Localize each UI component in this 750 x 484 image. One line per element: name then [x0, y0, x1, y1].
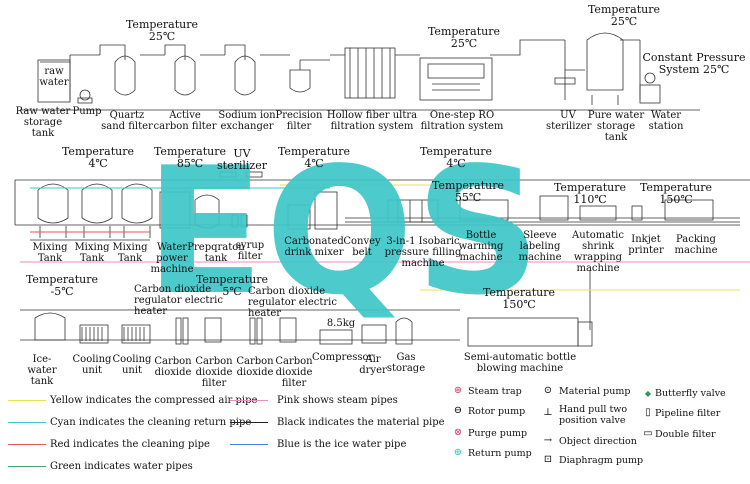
legend-hand-valve: Hand pull two position valve: [559, 404, 628, 426]
legend-material-pipe: Black indicates the material pipe: [277, 417, 445, 428]
temperature-label-prep: Temperature 85℃: [153, 145, 227, 170]
label-carbon-dioxide-2: Carbon dioxide: [236, 356, 274, 378]
legend-cleaning-return: Cyan indicates the cleaning return pipe: [50, 417, 252, 428]
legend-object-direction: Object direction: [559, 436, 637, 447]
label-ice-water-tank: Ice-water tank: [27, 354, 57, 387]
legend-swatch-cleaning-return: [8, 422, 46, 423]
label-blowing-machine: Semi-automatic bottle blowing machine: [463, 352, 577, 374]
direction-arrow-icon: →: [543, 435, 553, 446]
steam-trap-icon: ⊛: [453, 385, 463, 396]
legend-pipeline-filter: Pipeline filter: [655, 408, 721, 419]
temperature-label-mixer: Temperature 4℃: [277, 145, 351, 170]
label-gas-storage: Gas storage: [386, 352, 426, 374]
label-mixing-tank-2: Mixing Tank: [74, 242, 110, 264]
legend-diaphragm-pump: Diaphragm pump: [559, 455, 644, 466]
label-pump: Pump: [72, 106, 102, 117]
label-ro-system: One-step RO filtration system: [420, 110, 504, 132]
temperature-label-filling: Temperature 4℃: [419, 145, 493, 170]
co2-heater-label-2: Carbon dioxide regulator electric heater: [248, 286, 337, 319]
legend-swatch-cleaning: [8, 444, 46, 445]
raw-water-tank-inner-label: raw water: [39, 66, 69, 88]
label-air-dryer: Air dryer: [359, 354, 387, 376]
uv-sterilizer-label-row2: UV sterilizer: [217, 147, 267, 172]
double-filter-icon: ▭: [643, 428, 653, 439]
label-hollow-fiber-system: Hollow fiber ultra filtration system: [326, 110, 418, 132]
label-carbonated-drink-mixer: Carbonated drink mixer: [284, 236, 344, 258]
legend-ice-water-pipe: Blue is the ice water pipe: [277, 439, 407, 450]
legend-steam-pipes: Pink shows steam pipes: [277, 395, 398, 406]
label-quartz-sand-filter: Quartz sand filter: [101, 110, 153, 132]
label-active-carbon-filter: Active carbon filter: [153, 110, 217, 132]
temperature-label-shrink: Temperature 110℃: [553, 181, 627, 206]
compressor-spec: 8.5kg: [326, 318, 356, 329]
legend-swatch-compressed-air: [8, 400, 46, 401]
hand-valve-icon: ⊥: [543, 407, 553, 418]
label-syrup-filter: syrup filter: [235, 240, 265, 262]
label-co2-filter-2: Carbon dioxide filter: [275, 356, 313, 389]
legend-material-pump: Material pump: [559, 386, 631, 397]
legend-purge-pump: Purge pump: [468, 428, 528, 439]
label-convey-belt: Convey belt: [343, 236, 381, 258]
watermark-letter-q: Q: [265, 131, 414, 334]
temperature-label-ro: Temperature 25℃: [427, 25, 501, 50]
label-water-power-machine: Water power machine: [150, 242, 194, 275]
legend-butterfly-valve: Butterfly valve: [655, 388, 726, 399]
label-mixing-tank-3: Mixing Tank: [112, 242, 148, 264]
label-bottle-warming: Bottle warming machine: [458, 230, 504, 263]
temperature-label-warming: Temperature 55℃: [431, 179, 505, 204]
label-cooling-unit-2: Cooling unit: [112, 354, 152, 376]
temperature-label-pure-water: Temperature 25℃: [587, 3, 661, 28]
label-shrink-wrapping: Automatic shrink wrapping machine: [572, 230, 624, 274]
label-packing-machine: Packing machine: [674, 234, 718, 256]
legend-swatch-ice-water: [230, 444, 268, 445]
watermark-letter-s: S: [415, 131, 542, 334]
legend-compressed-air: Yellow indicates the compressed air pipe: [50, 395, 258, 406]
legend-rotor-pump: Rotor pump: [468, 406, 526, 417]
legend-water-pipes: Green indicates water pipes: [50, 461, 193, 472]
material-pump-icon: ⊙: [543, 385, 553, 396]
label-inkjet-printer: Inkjet printer: [628, 234, 664, 256]
constant-pressure-label: Constant Pressure System 25℃: [642, 51, 746, 76]
label-pure-water-tank: Pure water storage tank: [587, 110, 645, 143]
label-co2-filter-1: Carbon dioxide filter: [195, 356, 233, 389]
label-uv-sterilizer: UV sterilizer: [546, 110, 592, 132]
purge-pump-icon: ⊗: [453, 427, 463, 438]
label-carbon-dioxide-1: Carbon dioxide: [154, 356, 192, 378]
legend-steam-trap: Steam trap: [468, 386, 522, 397]
temperature-label-ice-water: Temperature -5℃: [25, 273, 99, 298]
temperature-label-mixing: Temperature 4℃: [61, 145, 135, 170]
label-compressor: Compressor: [312, 352, 374, 363]
legend-swatch-steam: [230, 400, 268, 401]
legend-swatch-water: [8, 466, 46, 467]
label-filling-machine: 3-in-1 Isobaric pressure filling machine: [384, 236, 462, 269]
temperature-label-blowing: Temperature 150℃: [482, 286, 556, 311]
label-mixing-tank-1: Mixing Tank: [32, 242, 68, 264]
label-water-station: Water station: [648, 110, 684, 132]
watermark-letter-e: E: [145, 131, 265, 334]
return-pump-icon: ⊕: [453, 447, 463, 458]
rotor-pump-icon: ⊖: [453, 405, 463, 416]
temperature-label-filters: Temperature 25℃: [125, 18, 199, 43]
label-precision-filter: Precision filter: [275, 110, 323, 132]
label-sleeve-labeling: Sleeve labeling machine: [518, 230, 562, 263]
diaphragm-pump-icon: ⊡: [543, 454, 553, 465]
legend-return-pump: Return pump: [468, 448, 532, 459]
legend-double-filter: Double filter: [655, 429, 716, 440]
pipeline-filter-icon: ▯: [645, 407, 651, 418]
label-raw-water-storage-tank: Raw water storage tank: [15, 106, 71, 139]
label-prep-tank: Prepqraton tank: [187, 242, 245, 264]
co2-heater-label-1: Carbon dioxide regulator electric heater: [134, 284, 223, 317]
butterfly-valve-icon: ◆: [644, 389, 652, 398]
temperature-label-packing: Temperature 150℃: [639, 181, 713, 206]
legend-cleaning-pipe: Red indicates the cleaning pipe: [50, 439, 210, 450]
temperature-label-co2: Temperature 5℃: [195, 273, 269, 298]
legend-swatch-material: [230, 422, 268, 423]
label-cooling-unit-1: Cooling unit: [72, 354, 112, 376]
label-sodium-ion-exchanger: Sodium ion exchanger: [218, 110, 276, 132]
